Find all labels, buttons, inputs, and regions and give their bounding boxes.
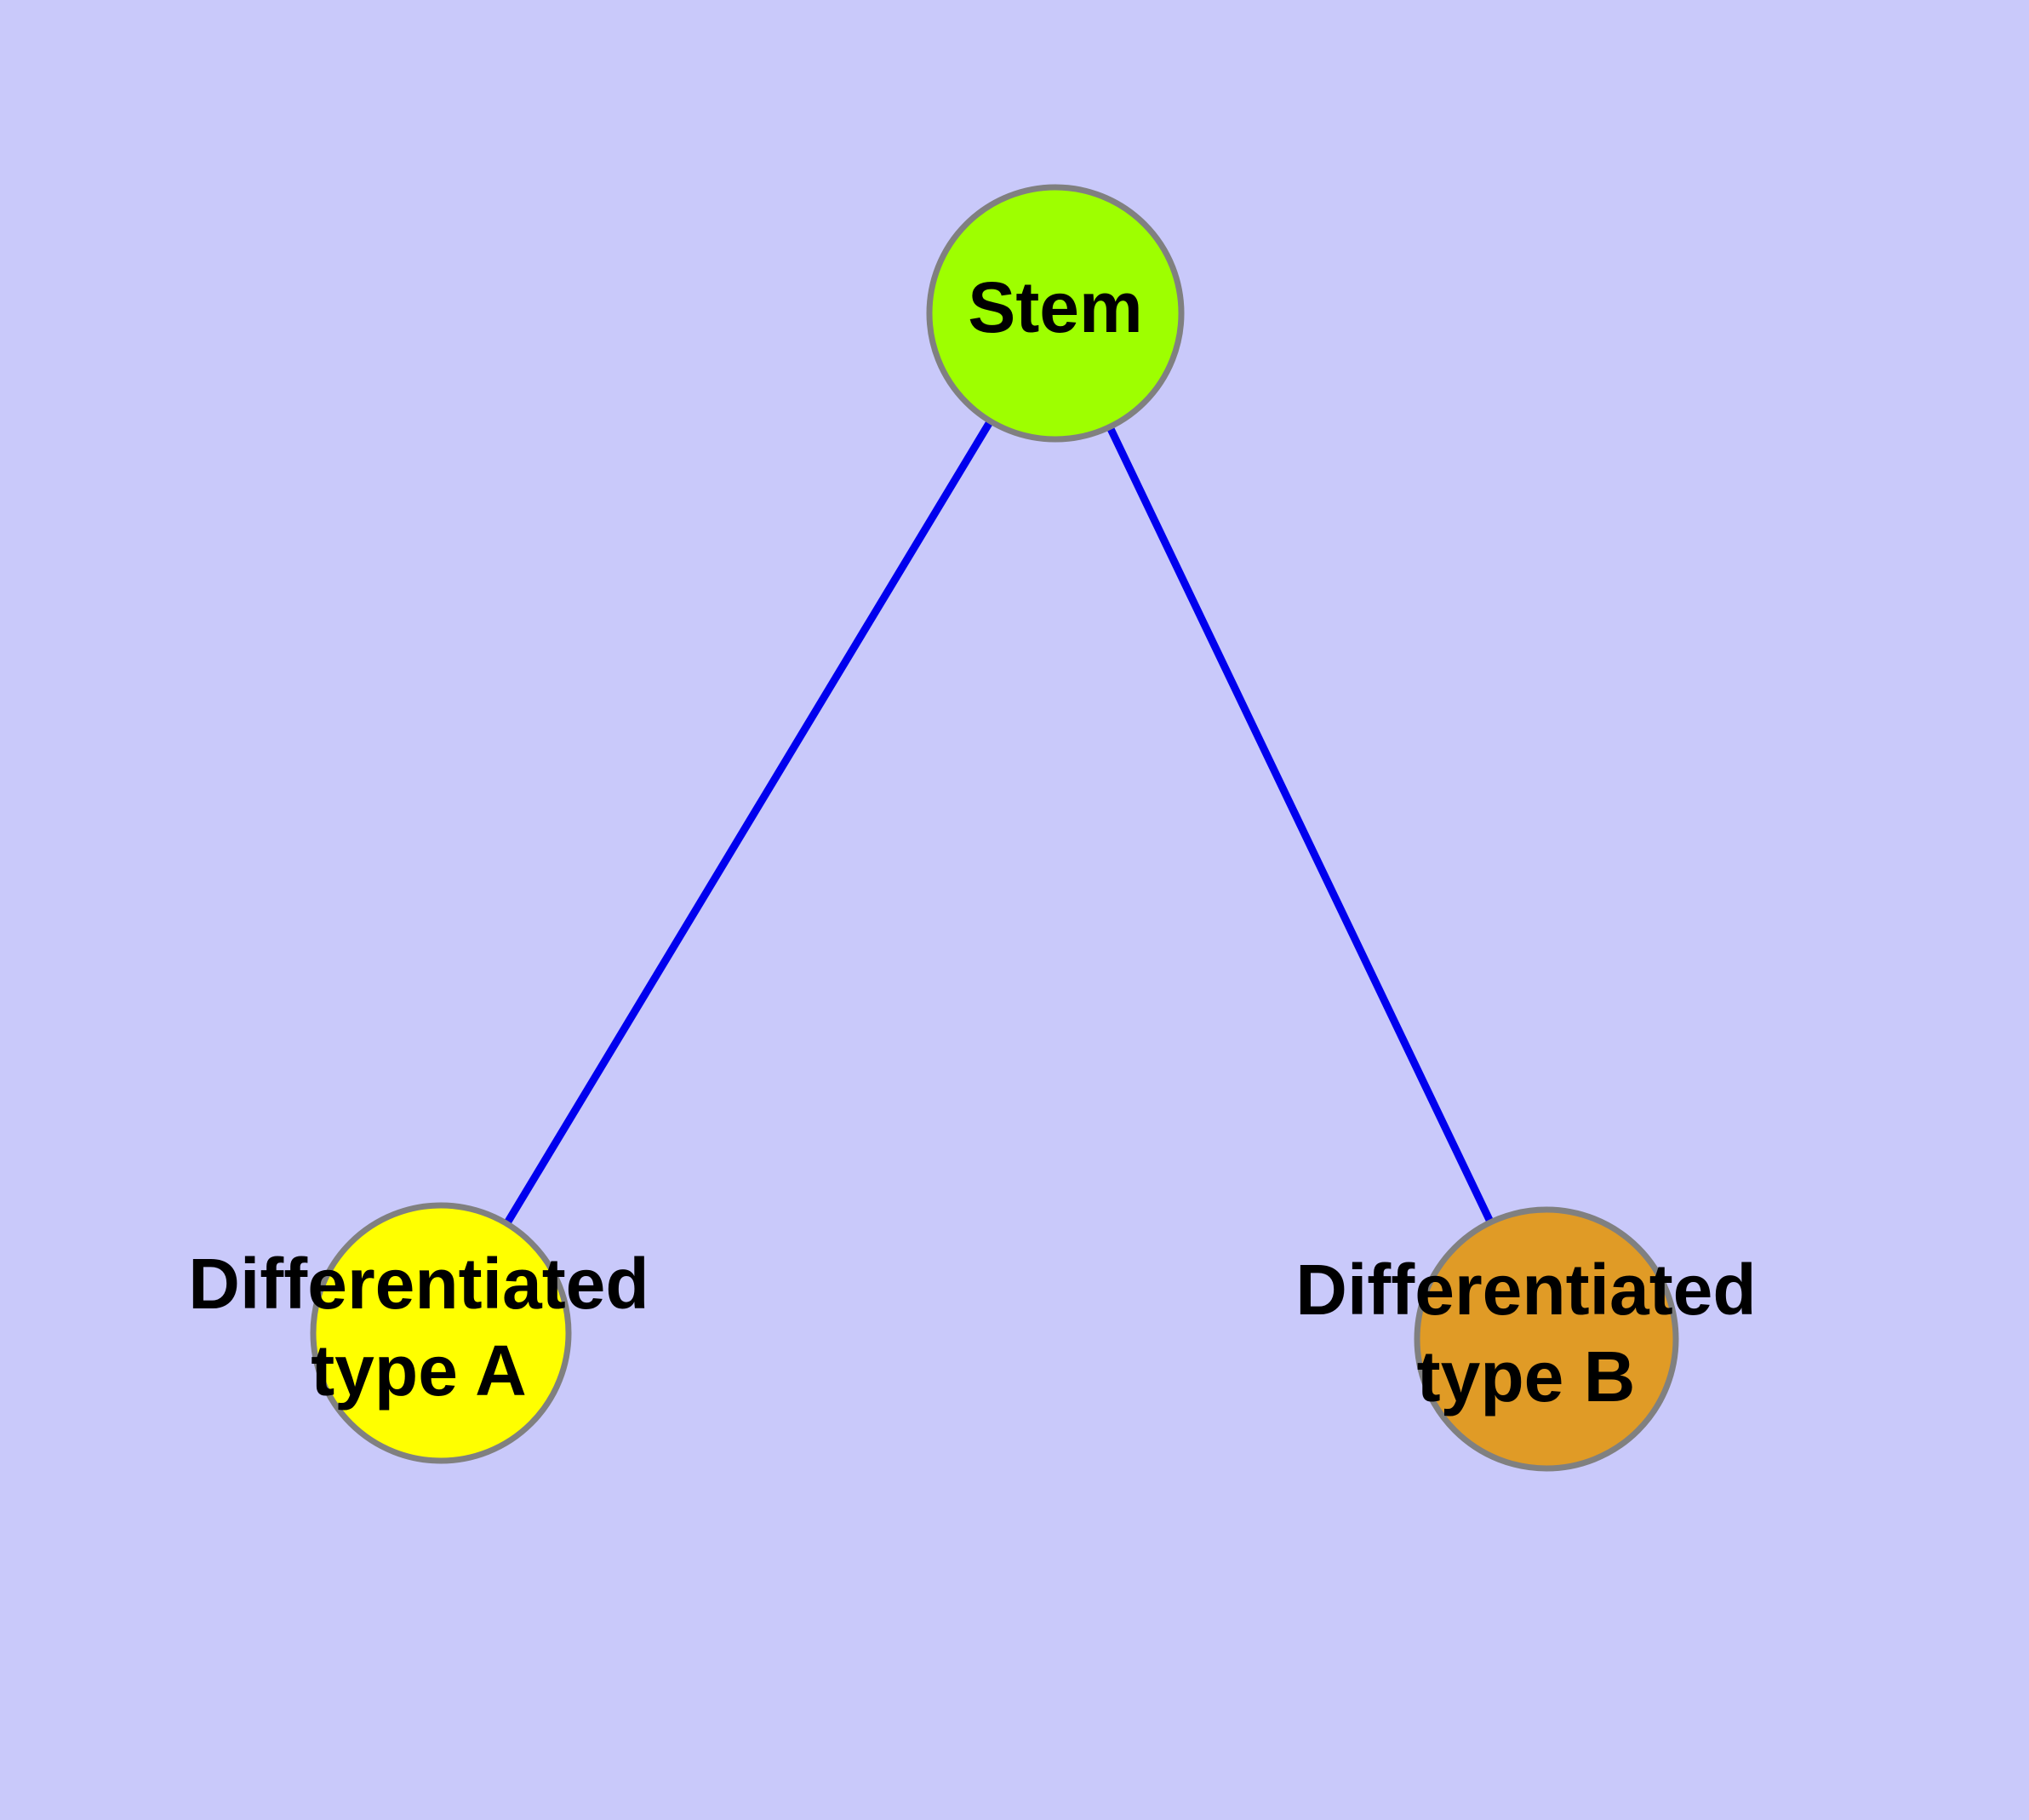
node-label-line: type A [311,1331,527,1411]
node-label-line: type B [1417,1336,1636,1417]
node-circle-diff-b[interactable] [1414,1206,1679,1472]
node-label-line: Differentiated [188,1244,649,1324]
node-circle-diff-a[interactable] [310,1202,572,1464]
node-diff-a[interactable] [310,1202,572,1464]
node-label-stem: Stem [968,267,1142,347]
node-label-line: Stem [968,267,1142,347]
edges-layer [437,311,1551,1341]
edge-stem-diff-a[interactable] [437,311,1059,1336]
edge-stem-diff-b[interactable] [1051,312,1551,1341]
node-label-line: Differentiated [1295,1250,1756,1330]
node-diff-b[interactable] [1414,1206,1679,1472]
node-circle-stem[interactable] [926,184,1185,443]
node-stem[interactable] [926,184,1185,443]
